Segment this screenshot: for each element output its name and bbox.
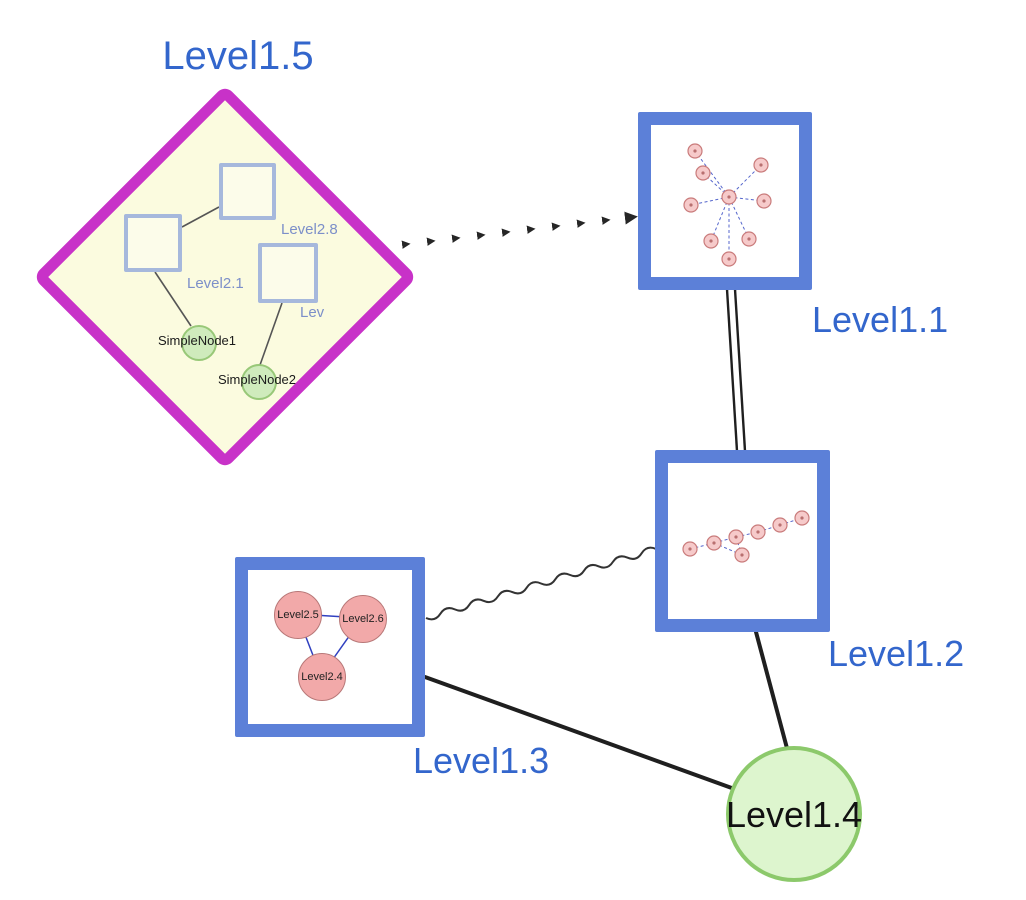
group-node-level1-1[interactable]	[638, 112, 812, 290]
node-level2-8[interactable]	[219, 163, 276, 220]
edge-level2-1-level2-8[interactable]	[181, 206, 220, 228]
mini-node-dot	[762, 199, 766, 203]
label-level2-5: Level2.5	[277, 609, 319, 621]
label-simplenode2: SimpleNode2	[217, 372, 297, 387]
mini-node-dot	[800, 516, 804, 520]
node-level2-6[interactable]: Level2.6	[339, 595, 387, 643]
edge-level11-level12[interactable]	[725, 288, 747, 452]
label-level1-3: Level1.3	[413, 740, 550, 781]
mini-node-dot	[693, 149, 697, 153]
mini-node-dot	[756, 530, 760, 534]
mini-edge[interactable]	[694, 150, 730, 198]
label-lev: Lev	[300, 304, 325, 321]
node-level2-4[interactable]: Level2.4	[298, 653, 346, 701]
mini-node-dot	[778, 523, 782, 527]
node-level2-5[interactable]: Level2.5	[274, 591, 322, 639]
edge-level2-1-simplenode1[interactable]	[154, 271, 192, 327]
mini-node-dot	[734, 535, 738, 539]
mini-node-dot	[688, 547, 692, 551]
mini-edge[interactable]	[689, 542, 715, 550]
edge-level12-level14[interactable]	[754, 630, 790, 754]
mini-node-dot	[747, 237, 751, 241]
mini-node-dot	[709, 239, 713, 243]
node-level2-1[interactable]	[124, 214, 182, 272]
mini-node-dot	[759, 163, 763, 167]
label-level1-4: Level1.4	[725, 794, 863, 835]
edge-level13-level14[interactable]	[423, 675, 742, 793]
mini-node-dot	[740, 553, 744, 557]
mini-node-dot	[701, 171, 705, 175]
node-simplenode2[interactable]	[241, 364, 277, 400]
level1-3-inner-edges	[296, 613, 363, 677]
node-simplenode1[interactable]	[181, 325, 217, 361]
node-lev[interactable]	[258, 243, 318, 303]
label-level2-8: Level2.8	[281, 221, 338, 238]
mini-edge[interactable]	[710, 196, 730, 242]
label-level1-1: Level1.1	[812, 299, 949, 340]
level1-2-mini-graph	[682, 510, 810, 563]
edge-level15-level11[interactable]	[401, 211, 638, 249]
level1-1-mini-graph	[683, 143, 772, 267]
mini-node-dot	[712, 541, 716, 545]
label-level2-1: Level2.1	[187, 275, 244, 292]
node-level1-4[interactable]	[726, 746, 862, 882]
label-simplenode1: SimpleNode1	[157, 333, 237, 348]
mini-node-dot	[689, 203, 693, 207]
label-level1-2: Level1.2	[828, 633, 965, 674]
label-level2-4: Level2.4	[301, 671, 343, 683]
group-node-level1-3[interactable]: Level2.5 Level2.6 Level2.4	[235, 557, 425, 737]
edge-level13-level12[interactable]	[425, 546, 657, 621]
edge-lev-simplenode2[interactable]	[259, 302, 283, 366]
group-node-level1-2[interactable]	[655, 450, 830, 632]
mini-node-dot	[727, 195, 731, 199]
label-level2-6: Level2.6	[342, 613, 384, 625]
mini-edge[interactable]	[728, 196, 750, 240]
label-level1-5: Level1.5	[162, 34, 314, 78]
mini-node-dot	[727, 257, 731, 261]
